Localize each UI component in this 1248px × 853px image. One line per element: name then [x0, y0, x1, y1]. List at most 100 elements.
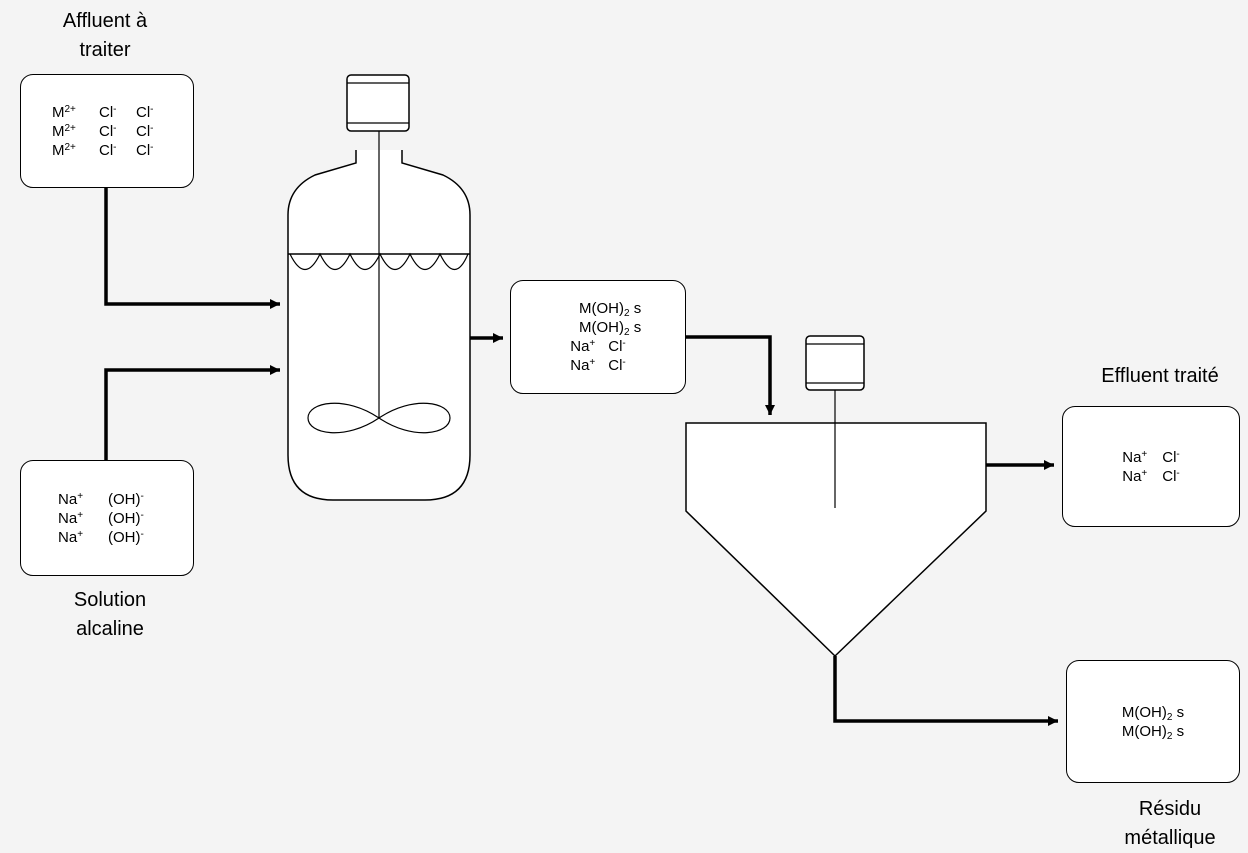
species-row: M(OH)2 s	[511, 318, 685, 338]
settler-motor	[805, 335, 865, 391]
species-symbol: Cl	[99, 103, 114, 121]
reactor-impeller	[307, 402, 451, 434]
species-symbol: M(OH)	[1121, 722, 1167, 740]
species-symbol: M	[52, 103, 65, 121]
species-charge: +	[589, 357, 596, 368]
species-state: s	[1172, 722, 1185, 740]
species: Na+	[570, 356, 608, 375]
species-symbol: (OH)	[108, 509, 141, 527]
species-row: M2+Cl-Cl-	[21, 103, 193, 122]
species: Cl-	[99, 141, 136, 160]
species: Cl-	[1162, 448, 1180, 467]
species-charge: -	[113, 141, 117, 153]
species-charge: +	[589, 338, 596, 349]
species: M2+	[52, 103, 99, 122]
species-symbol: Na	[1122, 467, 1142, 485]
species: M(OH)2 s	[579, 318, 641, 338]
species-symbol: M(OH)	[579, 300, 624, 317]
species: Cl-	[99, 103, 136, 122]
species-row: Na+Cl-	[511, 356, 685, 375]
species-symbol: M	[52, 141, 65, 159]
species-row: Na+Cl-	[511, 337, 685, 356]
species-row: M(OH)2 s	[1067, 722, 1239, 742]
species-row: M2+Cl-Cl-	[21, 141, 193, 160]
box-alcaline: Na+(OH)-Na+(OH)-Na+(OH)-	[20, 460, 194, 576]
species-symbol: Cl	[136, 141, 151, 159]
species: M(OH)2 s	[1121, 703, 1185, 723]
species-row: Na+(OH)-	[21, 528, 193, 547]
species-row: Na+(OH)-	[21, 509, 193, 528]
label-alcaline: Solution alcaline	[30, 586, 190, 644]
label-effluent: Effluent traité	[1080, 362, 1240, 391]
species: (OH)-	[108, 490, 144, 509]
label-residu: Résidu métallique	[1100, 795, 1240, 853]
species-subscript: 2	[624, 308, 630, 319]
species-charge: -	[140, 509, 144, 521]
species-symbol: M(OH)	[579, 319, 624, 336]
species: Cl-	[608, 356, 626, 375]
label-alcaline-line1: Solution	[73, 589, 147, 611]
species-symbol: Cl	[608, 357, 623, 374]
species-row: M(OH)2 s	[1067, 703, 1239, 723]
species-row: Na+Cl-	[1063, 467, 1239, 486]
species: Cl-	[1162, 467, 1180, 486]
species-symbol: M(OH)	[1121, 703, 1167, 721]
species: Na+	[58, 509, 108, 528]
species: Na+	[570, 337, 608, 356]
species-symbol: Cl	[1162, 448, 1177, 466]
species-symbol: Cl	[608, 338, 623, 355]
species: (OH)-	[108, 509, 144, 528]
species: M(OH)2 s	[1121, 722, 1185, 742]
reactor-motor	[346, 74, 410, 132]
species: (OH)-	[108, 528, 144, 547]
species-state: s	[629, 319, 642, 336]
species: M(OH)2 s	[579, 299, 641, 319]
species-symbol: Cl	[136, 103, 151, 121]
species-symbol: M	[52, 122, 65, 140]
species-charge: -	[622, 357, 626, 368]
species-charge: -	[150, 103, 154, 115]
species-row: M(OH)2 s	[511, 299, 685, 319]
settler-vessel	[685, 422, 987, 658]
species-symbol: Na	[58, 490, 78, 508]
species: Na+	[58, 528, 108, 547]
species-charge: +	[77, 528, 84, 540]
label-affluent-line1: Affluent à	[62, 10, 148, 32]
species-charge: 2+	[64, 103, 76, 115]
species-subscript: 2	[624, 327, 630, 338]
species-subscript: 2	[1166, 711, 1173, 723]
species-symbol: (OH)	[108, 490, 141, 508]
species-charge: -	[113, 103, 117, 115]
species: M2+	[52, 122, 99, 141]
species-subscript: 2	[1166, 730, 1173, 742]
species-state: s	[629, 300, 642, 317]
species-symbol: Na	[58, 528, 78, 546]
species-symbol: Na	[570, 357, 590, 374]
species: Cl-	[136, 103, 154, 122]
species-symbol: Na	[58, 509, 78, 527]
label-affluent: Affluent à traiter	[30, 7, 180, 65]
label-effluent-line1: Effluent traité	[1101, 365, 1219, 387]
species-charge: 2+	[64, 141, 76, 153]
flow-settler-to-residu	[833, 656, 1058, 726]
species: Na+	[1122, 467, 1162, 486]
species-symbol: Na	[570, 338, 590, 355]
species: M2+	[52, 141, 99, 160]
flow-alcaline-to-reactor	[104, 365, 280, 460]
settler-tank	[685, 335, 987, 658]
species-charge: +	[77, 509, 84, 521]
species-charge: +	[1141, 448, 1148, 460]
species: Cl-	[136, 122, 154, 141]
flow-affluent-to-reactor	[104, 188, 280, 309]
species-symbol: Cl	[136, 122, 151, 140]
species-symbol: Cl	[99, 141, 114, 159]
species-state: s	[1172, 703, 1185, 721]
box-effluent: Na+Cl-Na+Cl-	[1062, 406, 1240, 527]
flow-mixture-to-settler	[686, 335, 775, 415]
species-symbol: Cl	[1162, 467, 1177, 485]
species-charge: -	[140, 528, 144, 540]
species-charge: -	[150, 122, 154, 134]
label-residu-line1: Résidu	[1138, 798, 1202, 820]
